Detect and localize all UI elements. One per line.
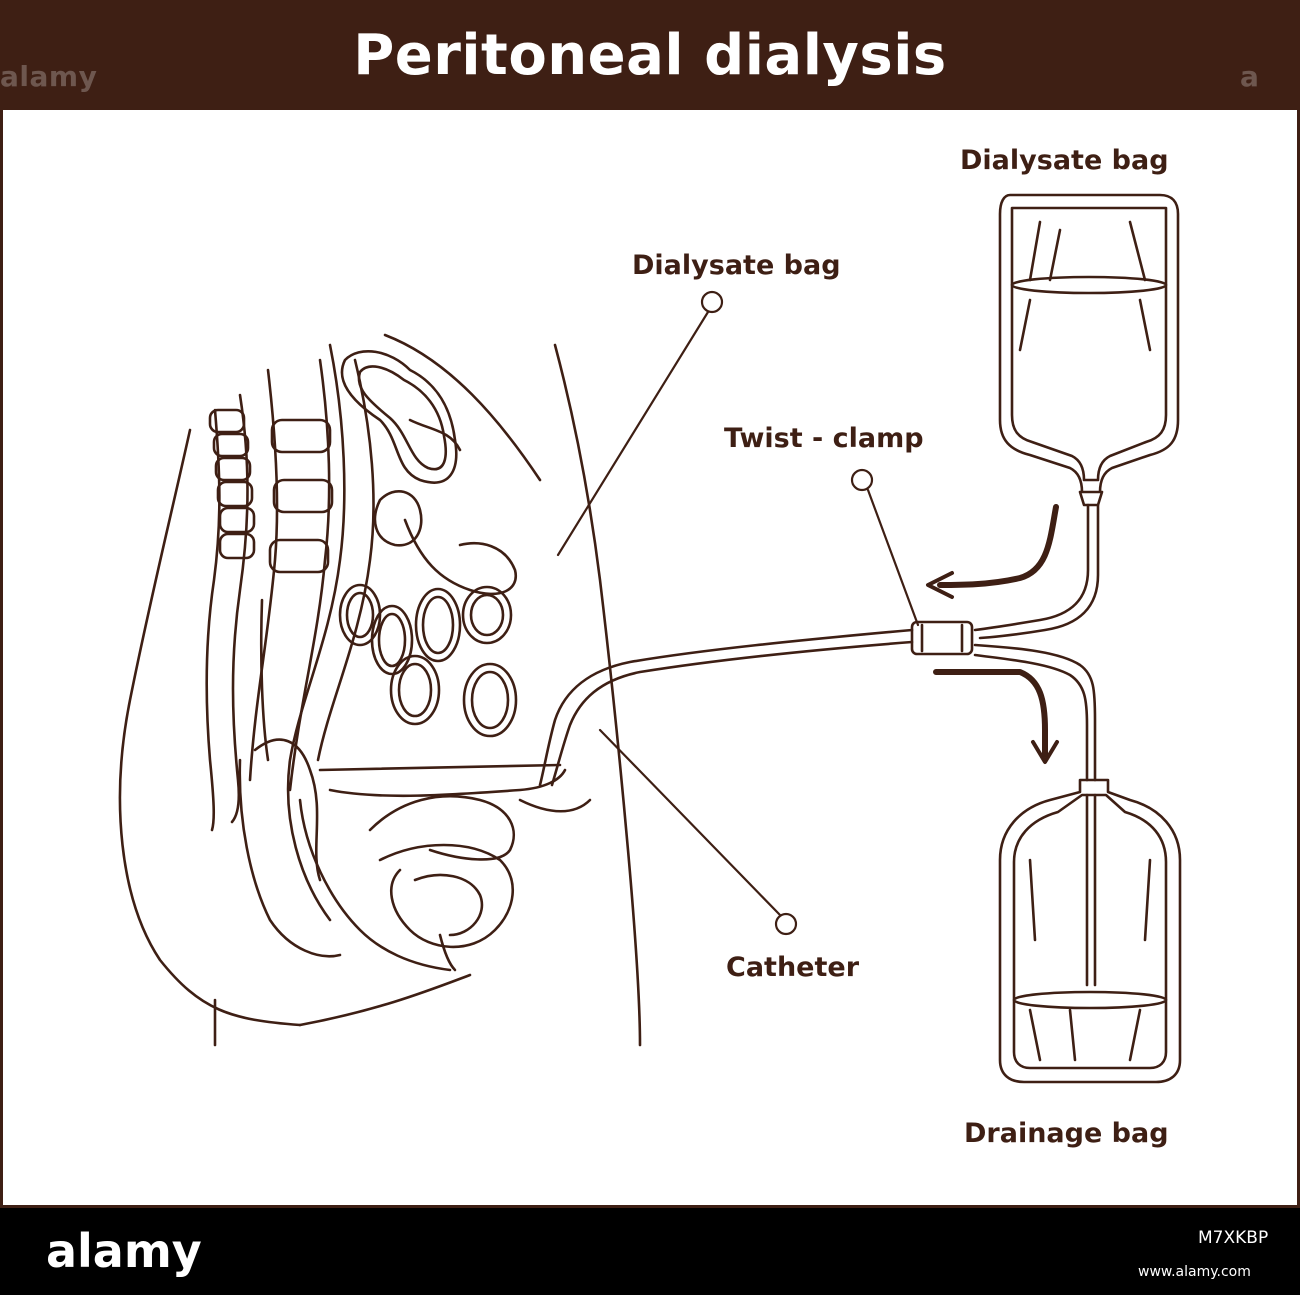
- label-dialysate-bag-mid: Dialysate bag: [632, 250, 841, 281]
- label-catheter: Catheter: [726, 952, 860, 983]
- watermark-left: alamy: [0, 60, 98, 93]
- footer-logo: alamy: [46, 1224, 202, 1278]
- intestines: [338, 350, 518, 738]
- twist-clamp-body: [910, 620, 974, 656]
- watermark-right: a: [1240, 60, 1260, 93]
- lower-organs: [318, 763, 592, 972]
- footer-image-id: M7XKBP: [1198, 1228, 1269, 1248]
- footer-url: www.alamy.com: [1138, 1264, 1251, 1280]
- dialysate-bag: [998, 193, 1180, 507]
- leader-lines: [556, 290, 920, 936]
- diagram-frame: [0, 0, 1300, 1208]
- spine: [205, 358, 334, 832]
- flow-arrows[interactable]: [926, 504, 1059, 764]
- title-bar: Peritoneal dialysis alamy a: [0, 0, 1300, 110]
- diagram-title: Peritoneal dialysis: [353, 22, 947, 88]
- dialysis-illustration: [118, 193, 1182, 1084]
- label-drainage-bag: Drainage bag: [964, 1118, 1169, 1149]
- label-twist-clamp: Twist - clamp: [724, 423, 924, 454]
- body-outline: [118, 333, 642, 1047]
- pelvis: [238, 343, 452, 972]
- label-dialysate-bag-top: Dialysate bag: [960, 145, 1169, 176]
- tubing: [538, 503, 1100, 787]
- footer-bar: alamy M7XKBP www.alamy.com: [0, 1208, 1300, 1295]
- drainage-bag: [998, 778, 1182, 1084]
